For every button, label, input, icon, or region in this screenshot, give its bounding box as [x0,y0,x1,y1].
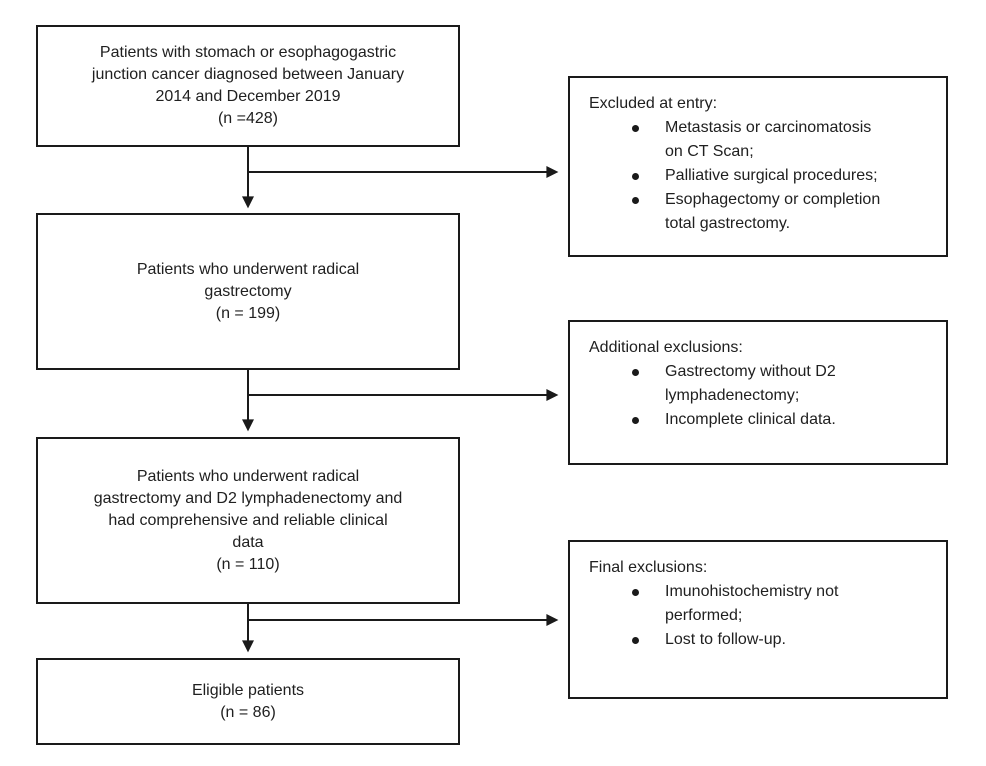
exclusion-item: Palliative surgical procedures; [630,164,934,188]
flow-box-n-count: (n = 199) [215,304,281,322]
flow-box-n-count: (n = 110) [216,555,280,573]
flow-box-eligible-patients: Eligible patients (n = 86) [36,658,460,745]
exclusion-box-excluded-at-entry: Excluded at entry: Metastasis or carcino… [568,76,948,257]
flow-box-n-count: (n =428) [217,110,279,127]
flow-box-diagnosed-patients: Patients with stomach or esophagogastric… [36,25,460,147]
exclusion-item: Gastrectomy without D2 lymphadenectomy; [630,360,934,408]
exclusion-item: Esophagectomy or completion total gastre… [630,188,934,236]
exclusion-title: Final exclusions: [589,559,708,576]
exclusion-item: Imunohistochemistry not performed; [630,580,934,628]
exclusion-title: Excluded at entry: [589,95,718,112]
exclusion-item: Metastasis or carcinomatosis on CT Scan; [630,116,934,164]
exclusion-list: Gastrectomy without D2 lymphadenectomy; … [630,360,934,432]
flow-box-text: Eligible patients [191,681,305,699]
exclusion-box-final-exclusions: Final exclusions: Imunohistochemistry no… [568,540,948,699]
flow-box-text: Patients who underwent radical gastrecto… [93,467,403,551]
exclusion-item: Lost to follow-up. [630,628,934,652]
exclusion-title: Additional exclusions: [589,339,743,356]
exclusion-list: Imunohistochemistry not performed; Lost … [630,580,934,652]
exclusion-item: Incomplete clinical data. [630,408,934,432]
flow-box-text: Patients with stomach or esophagogastric… [91,44,405,105]
flow-box-n-count: (n = 86) [220,703,276,721]
flow-box-d2-lymphadenectomy: Patients who underwent radical gastrecto… [36,437,460,604]
exclusion-box-additional-exclusions: Additional exclusions: Gastrectomy witho… [568,320,948,465]
exclusion-list: Metastasis or carcinomatosis on CT Scan;… [630,116,934,236]
flow-box-radical-gastrectomy: Patients who underwent radical gastrecto… [36,213,460,370]
flow-box-text: Patients who underwent radical gastrecto… [136,260,360,300]
